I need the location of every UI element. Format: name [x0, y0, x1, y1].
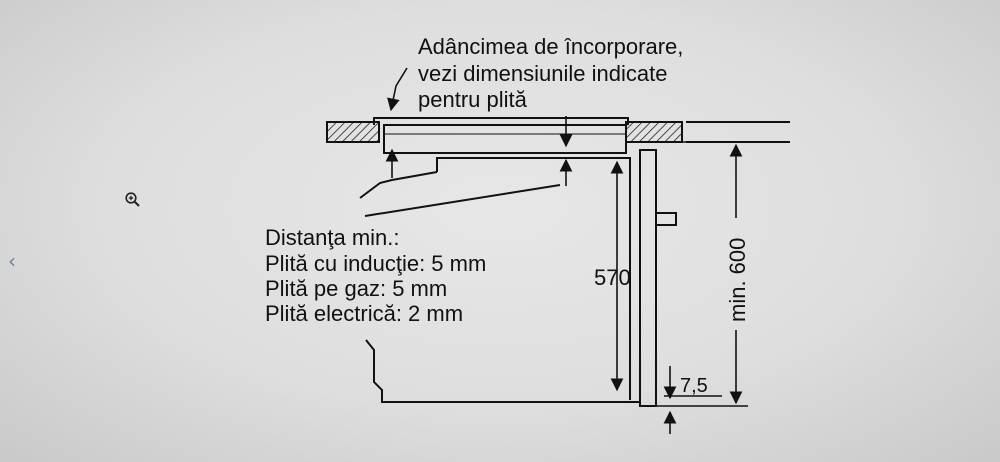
min-distance-note: Distanţa min.: Plită cu inducţie: 5 mm P…: [265, 225, 492, 326]
previous-image-button[interactable]: ‹: [8, 250, 26, 272]
note-left-line-3: Plită pe gaz: 5 mm: [265, 276, 447, 301]
dimension-7-5-label: 7,5: [680, 375, 708, 397]
dimension-lines: [385, 67, 748, 434]
oven: [359, 149, 677, 407]
zoom-in-button[interactable]: [124, 191, 142, 209]
worktop: [326, 121, 790, 143]
hob: [373, 117, 629, 154]
note-left-line-1: Distanţa min.:: [265, 225, 400, 250]
chevron-left-icon: ‹: [8, 249, 16, 273]
note-left-line-4: Plită electrică: 2 mm: [265, 301, 463, 326]
installation-depth-note: Adâncimea de încorporare, vezi dimensiun…: [418, 34, 690, 112]
note-top-line-2: vezi dimensiunile indicate: [418, 61, 667, 86]
dimension-570-label: 570: [594, 265, 631, 290]
dimension-min600-label: min. 600: [725, 238, 750, 322]
note-left-line-2: Plită cu inducţie: 5 mm: [265, 251, 486, 276]
note-top-line-1: Adâncimea de încorporare,: [418, 34, 683, 59]
note-top-line-3: pentru plită: [418, 87, 528, 112]
magnifier-plus-icon: [125, 192, 140, 207]
